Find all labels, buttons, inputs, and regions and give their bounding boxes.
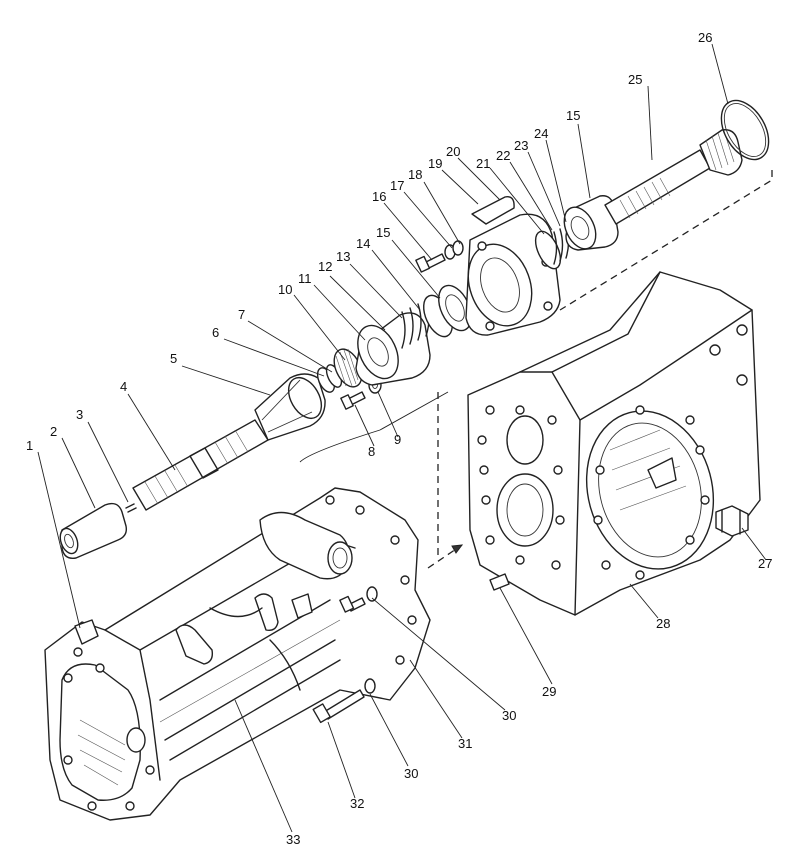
callout-26: 26 xyxy=(698,30,712,45)
part-32-bolt xyxy=(312,678,376,724)
part-25-pinion-shaft xyxy=(604,129,743,225)
callout-15-lower: 15 xyxy=(376,225,390,240)
callout-25: 25 xyxy=(628,72,642,87)
callout-20: 20 xyxy=(446,144,460,159)
callout-30-lower: 30 xyxy=(404,766,418,781)
callout-15-upper: 15 xyxy=(566,108,580,123)
callout-11: 11 xyxy=(298,271,312,286)
callout-labels: 1 2 3 4 5 6 7 8 9 10 11 12 13 14 15 16 1… xyxy=(26,30,772,847)
part-5-bearing-cone xyxy=(254,373,326,441)
callout-6: 6 xyxy=(212,325,219,340)
callout-13: 13 xyxy=(336,249,350,264)
callout-10: 10 xyxy=(278,282,292,297)
callout-5: 5 xyxy=(170,351,177,366)
part-26-o-ring xyxy=(720,99,770,161)
callout-28: 28 xyxy=(656,616,670,631)
part-21-24-seals xyxy=(534,225,570,270)
callout-22: 22 xyxy=(496,148,510,163)
callout-27: 27 xyxy=(758,556,772,571)
callout-9: 9 xyxy=(394,432,401,447)
assembly-path-arrow xyxy=(427,544,463,569)
callout-21: 21 xyxy=(476,156,490,171)
callout-14: 14 xyxy=(356,236,370,251)
part-27-plug xyxy=(715,505,749,537)
part-2-sleeve xyxy=(59,502,128,559)
callout-2: 2 xyxy=(50,424,57,439)
callout-30-upper: 30 xyxy=(502,708,516,723)
part-11-12-housing xyxy=(355,312,431,386)
callout-1: 1 xyxy=(26,438,33,453)
leader-lines xyxy=(37,43,767,833)
callout-4: 4 xyxy=(120,379,127,394)
part-4-splined-shaft xyxy=(132,419,269,511)
part-3-pin xyxy=(125,503,137,513)
callout-29: 29 xyxy=(542,684,556,699)
callout-3: 3 xyxy=(76,407,83,422)
part-16-17-18-bolt-washer xyxy=(415,240,464,273)
callout-18: 18 xyxy=(408,167,422,182)
arrow-head xyxy=(451,544,464,554)
callout-19: 19 xyxy=(428,156,442,171)
part-8-bolt xyxy=(340,391,366,410)
part-33-housing xyxy=(44,487,431,821)
callout-24: 24 xyxy=(534,126,548,141)
part-29-dowel xyxy=(489,573,510,591)
part-28-housing xyxy=(467,271,761,616)
part-30-31-bolt-upper xyxy=(339,586,378,613)
callout-32: 32 xyxy=(350,796,364,811)
callout-8: 8 xyxy=(368,444,375,459)
callout-7: 7 xyxy=(238,307,245,322)
part-15-bearing-lower xyxy=(438,284,472,332)
callout-17: 17 xyxy=(390,178,404,193)
shaft-outline-curve xyxy=(299,391,449,463)
part-15-bearing-upper xyxy=(563,195,619,251)
assembly-path-shaft xyxy=(559,170,773,311)
callout-12: 12 xyxy=(318,259,332,274)
callout-16: 16 xyxy=(372,189,386,204)
callout-31: 31 xyxy=(458,736,472,751)
callout-23: 23 xyxy=(514,138,528,153)
callout-33: 33 xyxy=(286,832,300,847)
